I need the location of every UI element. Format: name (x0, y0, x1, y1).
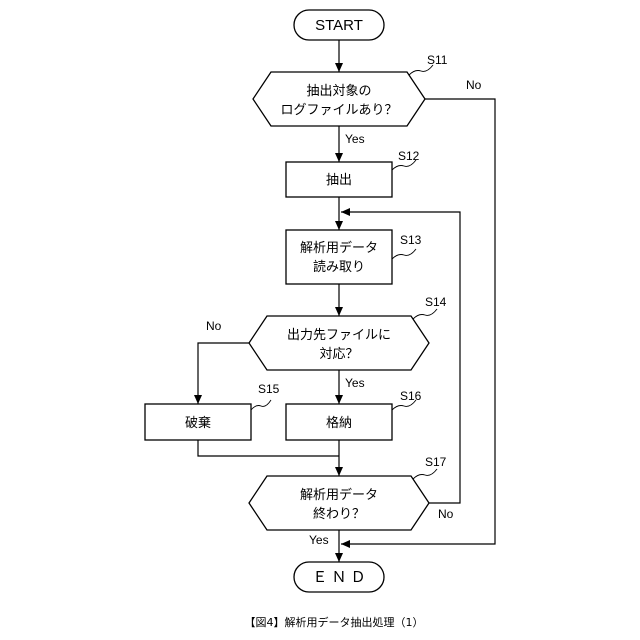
s14-text-line2: 対応？ (319, 347, 358, 362)
s11-no-label: No (466, 78, 482, 92)
s16-text: 格納 (326, 415, 352, 431)
s15-text: 破棄 (185, 416, 211, 431)
start-label: START (315, 17, 363, 34)
s17-leader (413, 469, 437, 479)
s11-text-line2: ログファイルあり？ (280, 103, 397, 118)
s11-text-line1: 抽出対象の (306, 84, 371, 99)
s11-step-label: S11 (427, 53, 448, 67)
s17-step-label: S17 (425, 455, 447, 469)
process-s13 (286, 230, 392, 284)
figure-caption: 【図4】解析用データ抽出処理（1） (245, 615, 424, 629)
s15-step-label: S15 (258, 382, 280, 396)
end-label: Ｅ Ｎ Ｄ (312, 569, 365, 586)
s14-no-label: No (206, 319, 222, 333)
s17-text-line2: 終わり？ (313, 506, 365, 522)
s14-yes-label: Yes (345, 376, 365, 390)
arrow-s14-no-s15 (198, 343, 249, 404)
s15-leader (251, 400, 271, 410)
s17-no-label: No (438, 507, 454, 521)
s17-yes-label: Yes (309, 533, 329, 547)
s13-step-label: S13 (400, 233, 422, 247)
s13-text-line1: 解析用データ (300, 240, 378, 256)
s12-text: 抽出 (326, 173, 352, 188)
s13-text-line2: 読み取り (313, 259, 365, 275)
s14-leader (413, 309, 437, 319)
s12-step-label: S12 (398, 149, 420, 163)
s17-text-line1: 解析用データ (300, 487, 378, 503)
s16-step-label: S16 (400, 389, 422, 403)
s13-leader (392, 249, 416, 259)
s11-yes-label: Yes (345, 132, 365, 146)
s14-text-line1: 出力先ファイルに (287, 328, 391, 343)
line-s15-merge (198, 440, 339, 456)
s14-step-label: S14 (425, 295, 447, 309)
